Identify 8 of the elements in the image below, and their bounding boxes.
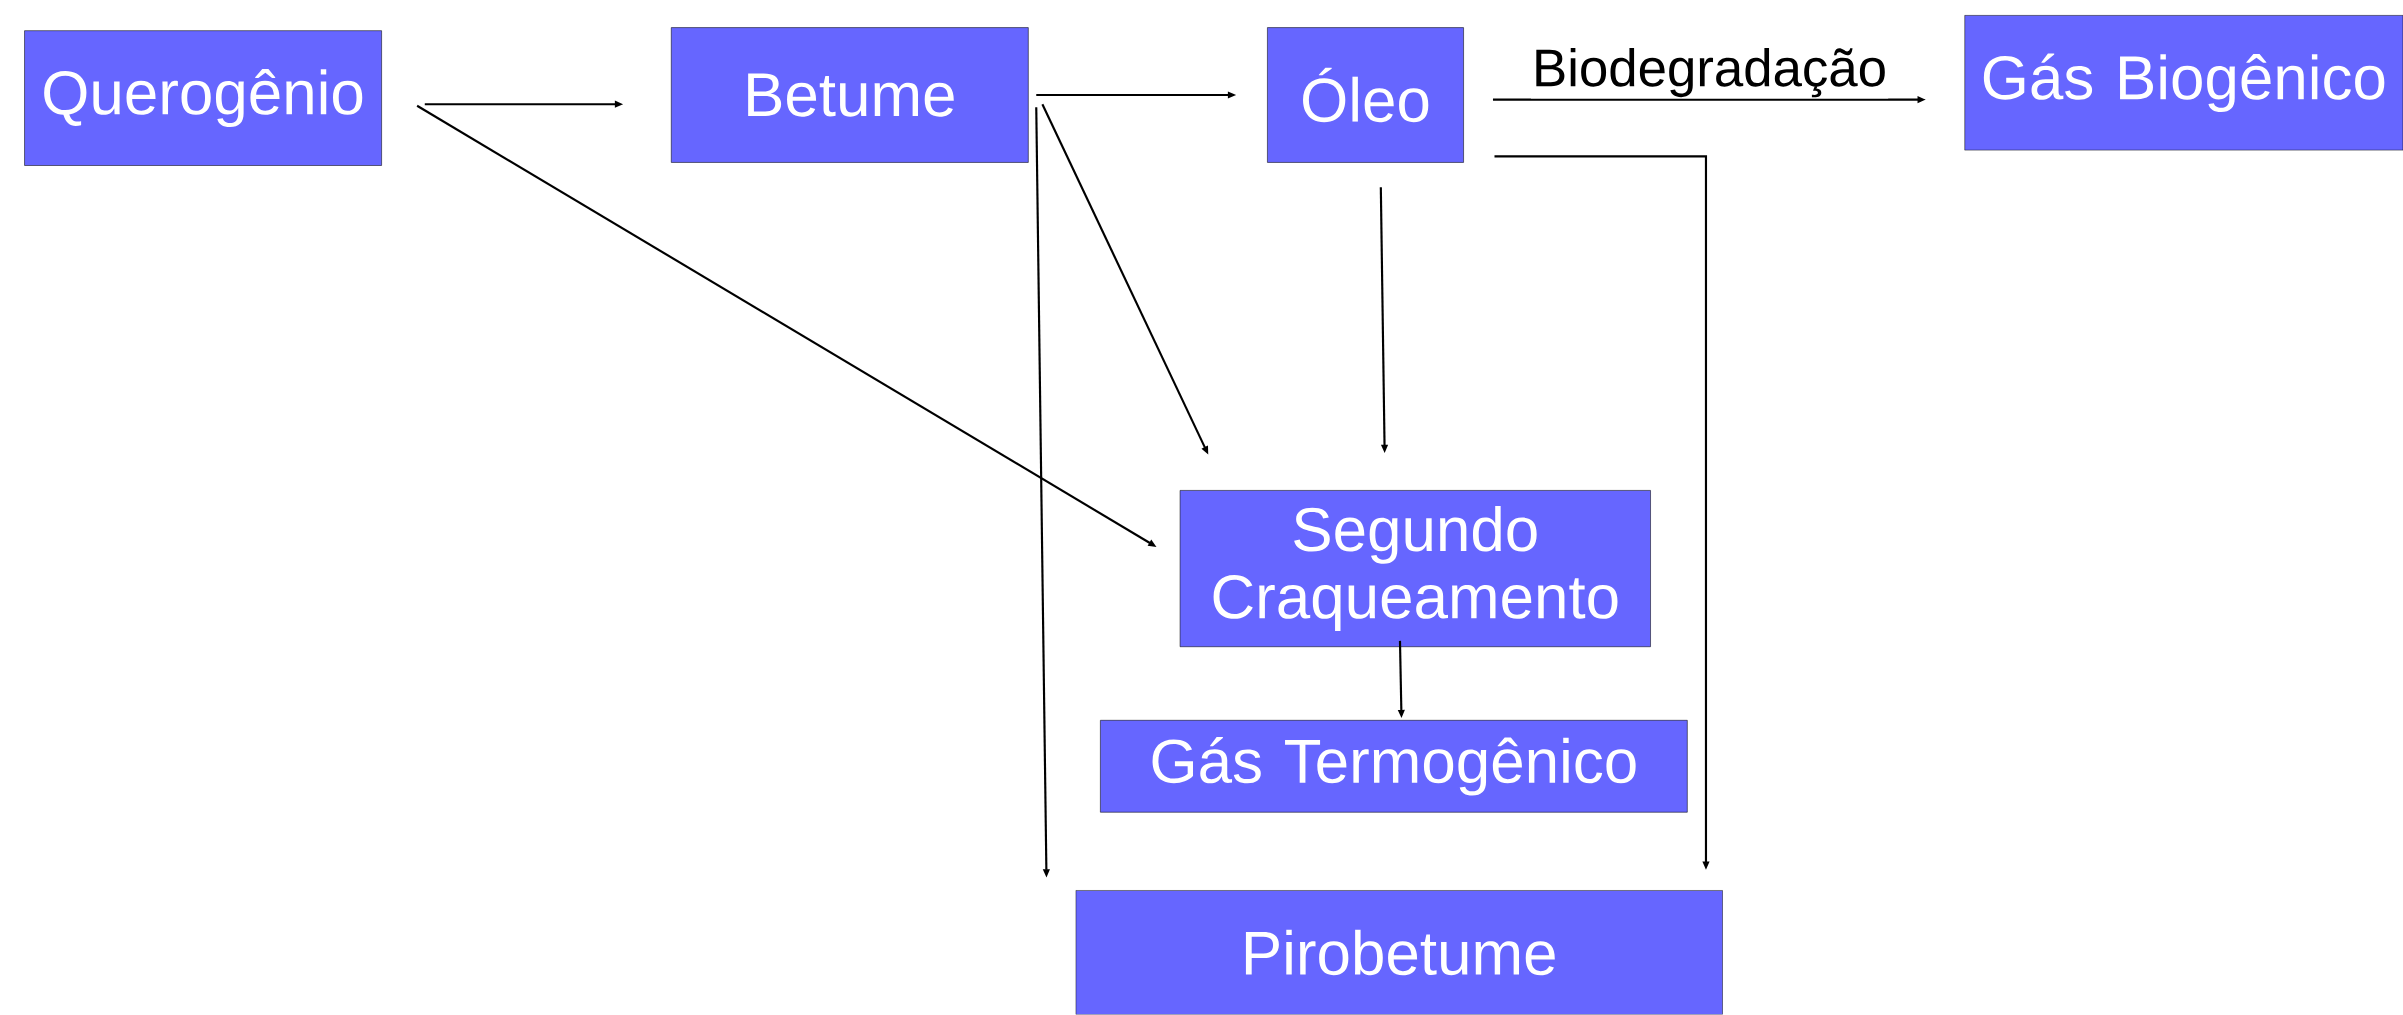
process-box: Segundo Craqueamento — [1179, 490, 1651, 648]
process-box: Querogênio — [24, 30, 382, 166]
process-box: Pirobetume — [1075, 890, 1723, 1015]
process-box: Óleo — [1267, 27, 1464, 163]
process-box: Gás Termogênico — [1100, 720, 1688, 813]
edge-label: Biodegradação — [1530, 47, 1889, 99]
process-box: Betume — [671, 27, 1029, 163]
process-box: Gás Biogênico — [1964, 15, 2403, 151]
